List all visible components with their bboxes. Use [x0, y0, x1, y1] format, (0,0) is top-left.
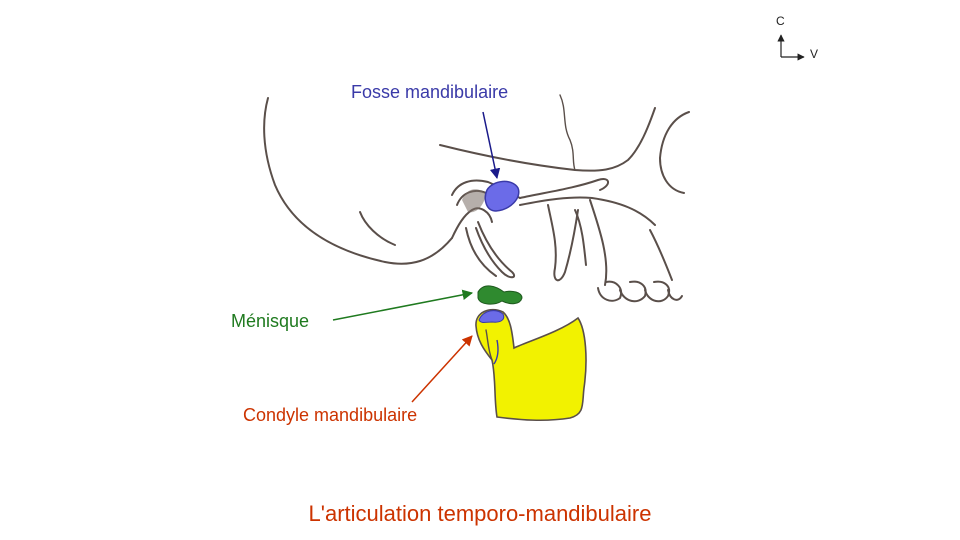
condyle-mandibulaire-shape: [475, 308, 587, 422]
skull-sketch: [263, 94, 690, 303]
page-title: L'articulation temporo-mandibulaire: [308, 501, 652, 526]
condyle-mandibulaire-label: Condyle mandibulaire: [243, 405, 418, 425]
orientation-ventral-label: V: [810, 47, 819, 61]
fosse-mandibulaire-shape: [484, 180, 520, 212]
menisque-shape: [477, 285, 523, 305]
condyle-cap-shape: [478, 310, 505, 323]
condyle-arrow: [411, 335, 473, 403]
orientation-indicator: [777, 34, 805, 61]
fosse-arrow: [482, 111, 501, 180]
fosse-mandibulaire-label: Fosse mandibulaire: [351, 82, 509, 102]
menisque-label: Ménisque: [231, 311, 310, 331]
menisque-arrow: [332, 289, 474, 321]
orientation-cranial-label: C: [776, 14, 785, 28]
